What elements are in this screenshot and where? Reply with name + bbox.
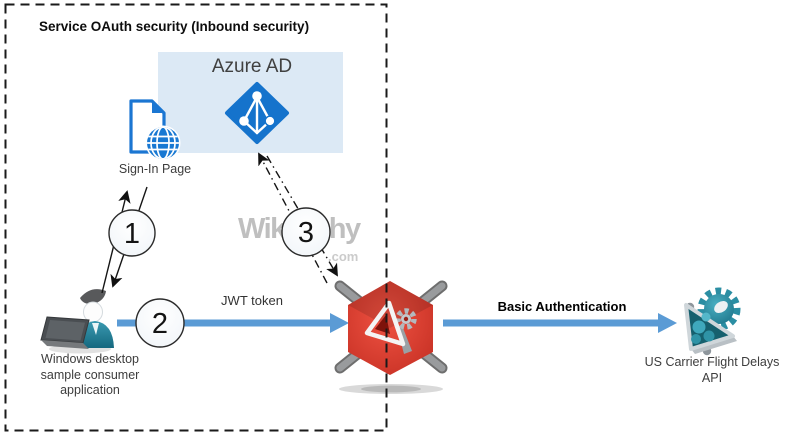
watermark: Wikitechy .com (238, 213, 361, 264)
consumer-app-label: Windows desktop sample consumer applicat… (40, 352, 140, 397)
basic-authentication-label: Basic Authentication (497, 299, 627, 314)
azure-ad-icon (225, 82, 289, 144)
azure-ad-label: Azure AD (211, 56, 293, 77)
step-circle-1: 1 (108, 209, 156, 257)
jwt-arrow (117, 313, 349, 333)
sign-in-page-label: Sign-In Page (118, 162, 192, 176)
signin-exchange-arrows (101, 186, 148, 294)
diagram-title: Service OAuth security (Inbound security… (39, 19, 310, 34)
user-laptop-icon (40, 289, 114, 354)
step-number-1: 1 (124, 218, 140, 250)
watermark-text: Wikitechy (238, 213, 361, 245)
step-circle-2: 2 (135, 298, 185, 348)
api-node-label: US Carrier Flight Delays API (644, 355, 780, 385)
basic-auth-arrow (443, 313, 677, 333)
api-management-icon (334, 280, 448, 394)
api-gear-icon (684, 287, 741, 356)
step-number-2: 2 (152, 308, 168, 340)
watermark-suffix: .com (328, 249, 359, 264)
sign-in-page-icon (129, 99, 181, 161)
jwt-token-label: JWT token (221, 293, 283, 308)
